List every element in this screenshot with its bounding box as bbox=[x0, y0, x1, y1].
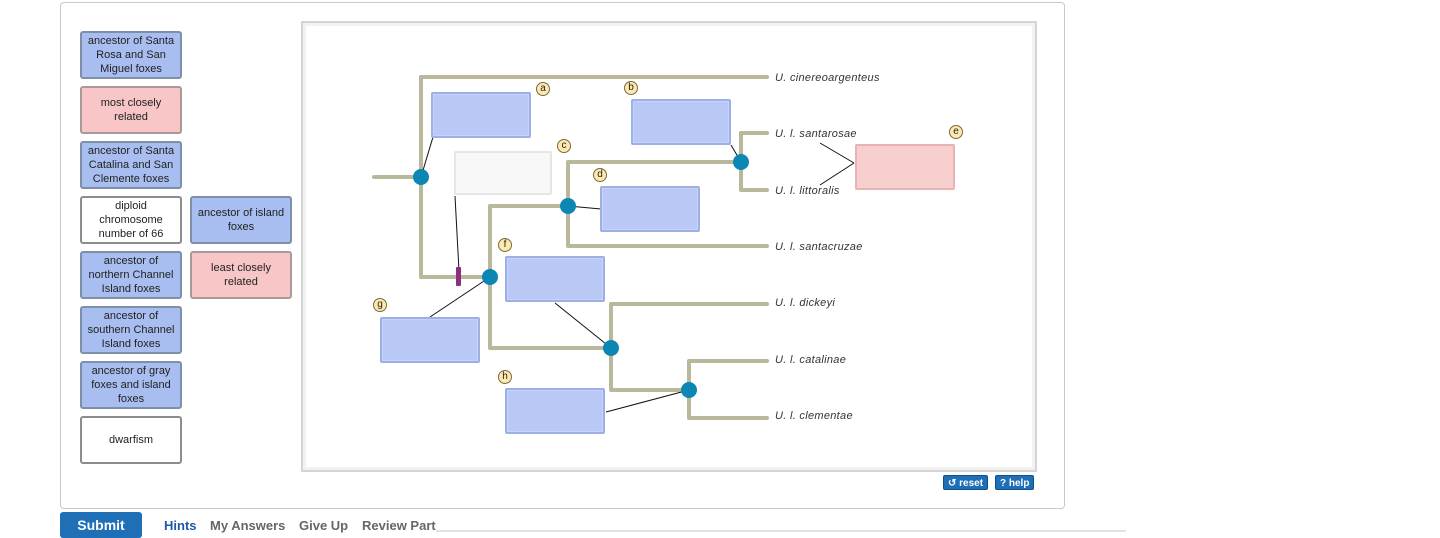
node-southern[interactable] bbox=[603, 340, 619, 356]
badge-b: b bbox=[624, 81, 638, 95]
node-catalinae-clementae[interactable] bbox=[681, 382, 697, 398]
node-root[interactable] bbox=[413, 169, 429, 185]
give-up-link[interactable]: Give Up bbox=[299, 518, 349, 533]
badge-d: d bbox=[593, 168, 607, 182]
node-northern[interactable] bbox=[560, 198, 576, 214]
species-santarosae: U. l. santarosae bbox=[775, 128, 857, 140]
label-ancestor-santa-rosa-san-miguel[interactable]: ancestor of Santa Rosa and San Miguel fo… bbox=[80, 31, 182, 79]
label-ancestor-northern-islands[interactable]: ancestor of northern Channel Island foxe… bbox=[80, 251, 182, 299]
drop-target-h[interactable] bbox=[505, 388, 605, 434]
drop-target-a[interactable] bbox=[431, 92, 531, 138]
leader-h bbox=[605, 389, 690, 413]
drop-target-d[interactable] bbox=[600, 186, 700, 232]
branch-santarosae-littoralis bbox=[566, 160, 743, 208]
trait-marker bbox=[456, 267, 461, 286]
branch-clementae bbox=[687, 388, 769, 420]
label-diploid-chromosome[interactable]: diploid chromosome number of 66 bbox=[80, 196, 182, 244]
branch-catalinae bbox=[687, 359, 769, 392]
help-button[interactable]: ? help bbox=[995, 475, 1035, 490]
branch-catalinae-clementae bbox=[609, 346, 691, 392]
branch-santarosae bbox=[739, 131, 769, 164]
branch-southern-clade bbox=[488, 275, 613, 350]
drop-target-b[interactable] bbox=[631, 99, 731, 145]
badge-e: e bbox=[949, 125, 963, 139]
badge-f: f bbox=[498, 238, 512, 252]
leader-c bbox=[454, 195, 460, 272]
drop-target-g[interactable] bbox=[380, 317, 480, 363]
badge-a: a bbox=[536, 82, 550, 96]
badge-h: h bbox=[498, 370, 512, 384]
review-part-link[interactable]: Review Part bbox=[362, 518, 436, 533]
label-least-closely-related[interactable]: least closely related bbox=[190, 251, 292, 299]
hints-link[interactable]: Hints bbox=[164, 518, 197, 533]
species-dickeyi: U. l. dickeyi bbox=[775, 297, 836, 309]
node-island[interactable] bbox=[482, 269, 498, 285]
reset-button[interactable]: ↺ reset bbox=[943, 475, 989, 490]
label-ancestor-island-foxes[interactable]: ancestor of island foxes bbox=[190, 196, 292, 244]
species-clementae: U. l. clementae bbox=[775, 410, 853, 422]
drop-target-e[interactable] bbox=[855, 144, 955, 190]
tree-branches bbox=[372, 75, 769, 420]
leader-g bbox=[429, 276, 491, 318]
branch-dickeyi bbox=[609, 302, 769, 350]
label-ancestor-gray-and-island[interactable]: ancestor of gray foxes and island foxes bbox=[80, 361, 182, 409]
my-answers-link[interactable]: My Answers bbox=[210, 518, 286, 533]
node-santarosae-littoralis[interactable] bbox=[733, 154, 749, 170]
label-dwarfism[interactable]: dwarfism bbox=[80, 416, 182, 464]
label-ancestor-southern-islands[interactable]: ancestor of southern Channel Island foxe… bbox=[80, 306, 182, 354]
branch-cinereoargenteus bbox=[419, 75, 769, 179]
species-littoralis: U. l. littoralis bbox=[775, 185, 840, 197]
leader-f bbox=[554, 302, 612, 349]
label-ancestor-santa-catalina-san-clemente[interactable]: ancestor of Santa Catalina and San Cleme… bbox=[80, 141, 182, 189]
badge-g: g bbox=[373, 298, 387, 312]
label-most-closely-related[interactable]: most closely related bbox=[80, 86, 182, 134]
branch-island-clade bbox=[419, 175, 492, 279]
species-cinereoargenteus: U. cinereoargenteus bbox=[775, 72, 880, 84]
badge-c: c bbox=[557, 139, 571, 153]
branch-littoralis bbox=[739, 160, 769, 192]
branch-santacruzae bbox=[566, 204, 769, 248]
drop-target-c[interactable] bbox=[454, 151, 552, 195]
species-catalinae: U. l. catalinae bbox=[775, 354, 847, 366]
leader-lines bbox=[420, 136, 855, 413]
leader-e-upper bbox=[819, 142, 855, 164]
leader-e-lower bbox=[819, 162, 855, 186]
tree-nodes bbox=[413, 154, 749, 398]
species-santacruzae: U. l. santacruzae bbox=[775, 241, 863, 253]
branch-northern-clade bbox=[488, 204, 570, 279]
submit-button[interactable]: Submit bbox=[60, 512, 142, 538]
footer-divider bbox=[436, 530, 1126, 532]
drop-target-f[interactable] bbox=[505, 256, 605, 302]
